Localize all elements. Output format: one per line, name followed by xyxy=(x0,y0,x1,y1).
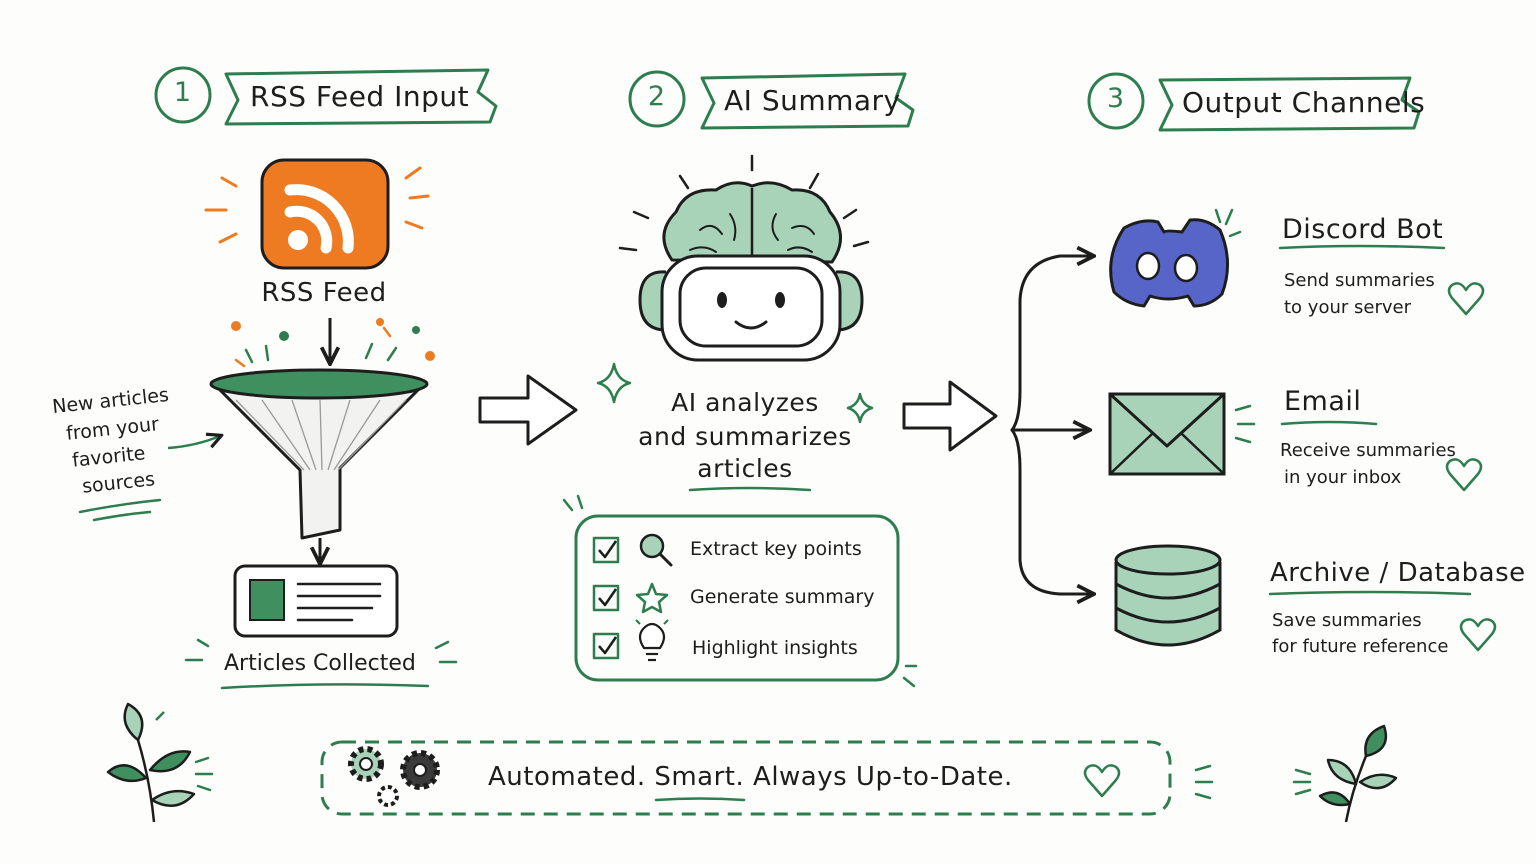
discord-title-underline xyxy=(1278,244,1446,250)
envelope-icon xyxy=(1108,392,1256,476)
discord-bot-desc: to your server xyxy=(1284,297,1411,318)
tasks-box xyxy=(562,494,918,688)
step-3-number: 3 xyxy=(1106,83,1126,114)
rss-feed-label: RSS Feed xyxy=(261,278,387,308)
archive-database-desc: Save summaries xyxy=(1272,610,1422,631)
step-1-number: 1 xyxy=(173,77,193,108)
heart-icon xyxy=(1083,764,1121,798)
sparkle-icon xyxy=(596,362,632,404)
task-highlight-insights: Highlight insights xyxy=(692,637,858,659)
star-icon xyxy=(635,582,669,614)
step-3-banner xyxy=(1158,76,1421,132)
plant-icon xyxy=(1318,724,1398,823)
database-icon xyxy=(1114,544,1222,647)
rss-rays xyxy=(204,166,430,244)
step-3-header xyxy=(1087,72,1421,132)
rss-icon xyxy=(260,158,390,270)
gears-icon xyxy=(348,746,440,807)
articles-underline xyxy=(184,638,458,690)
step-1-header xyxy=(154,66,498,126)
heart-icon xyxy=(1445,458,1483,492)
input-to-ai-arrow xyxy=(478,374,578,446)
email-desc: in your inbox xyxy=(1284,467,1402,488)
step-3-badge xyxy=(1087,72,1145,130)
lightbulb-icon xyxy=(635,619,669,662)
side-note-underline xyxy=(78,498,162,522)
articles-card xyxy=(233,564,399,638)
side-note-arrow xyxy=(167,436,220,450)
articles-collected-label: Articles Collected xyxy=(224,651,416,676)
step-2-badge xyxy=(628,70,686,128)
step-2-title: AI Summary xyxy=(724,84,901,117)
email-desc: Receive summaries xyxy=(1280,440,1456,461)
heart-icon xyxy=(1447,282,1485,316)
tagline-underline xyxy=(654,797,746,802)
step-2-banner xyxy=(700,72,915,130)
footer-tagline: Automated. Smart. Always Up-to-Date. xyxy=(488,762,1013,792)
archive-title-underline xyxy=(1268,590,1472,596)
discord-icon xyxy=(1109,208,1242,308)
step-2-header xyxy=(628,70,915,130)
step-1-title: RSS Feed Input xyxy=(250,80,470,113)
robot-brain-icon xyxy=(618,154,870,362)
email-title: Email xyxy=(1284,386,1362,417)
magnifier-icon xyxy=(639,533,673,567)
sparkle-icon xyxy=(846,392,874,424)
email-title-underline xyxy=(1280,420,1378,426)
plant-icon xyxy=(106,702,196,823)
ai-caption-line: and summarizes xyxy=(638,422,852,451)
ai-caption-line: articles xyxy=(697,454,793,483)
branch-connector xyxy=(1010,256,1092,594)
task-extract-key-points: Extract key points xyxy=(690,538,862,560)
caption-underline xyxy=(688,486,812,492)
step-3-title: Output Channels xyxy=(1182,86,1426,119)
archive-database-desc: for future reference xyxy=(1272,636,1449,657)
confetti xyxy=(231,318,435,368)
archive-database-title: Archive / Database xyxy=(1270,558,1526,588)
discord-bot-desc: Send summaries xyxy=(1284,270,1435,291)
step-2-number: 2 xyxy=(647,81,667,112)
ai-caption-line: AI analyzes xyxy=(671,388,819,417)
funnel-icon xyxy=(209,368,429,540)
step-1-banner xyxy=(224,68,498,126)
discord-bot-title: Discord Bot xyxy=(1282,214,1444,245)
ai-to-output-arrow xyxy=(902,380,998,452)
task-generate-summary: Generate summary xyxy=(690,586,875,608)
step-1-badge xyxy=(154,66,212,124)
footer-box xyxy=(320,740,1172,816)
footer-dashes xyxy=(194,756,1312,800)
heart-icon xyxy=(1459,618,1497,652)
task-checkboxes xyxy=(592,536,620,660)
